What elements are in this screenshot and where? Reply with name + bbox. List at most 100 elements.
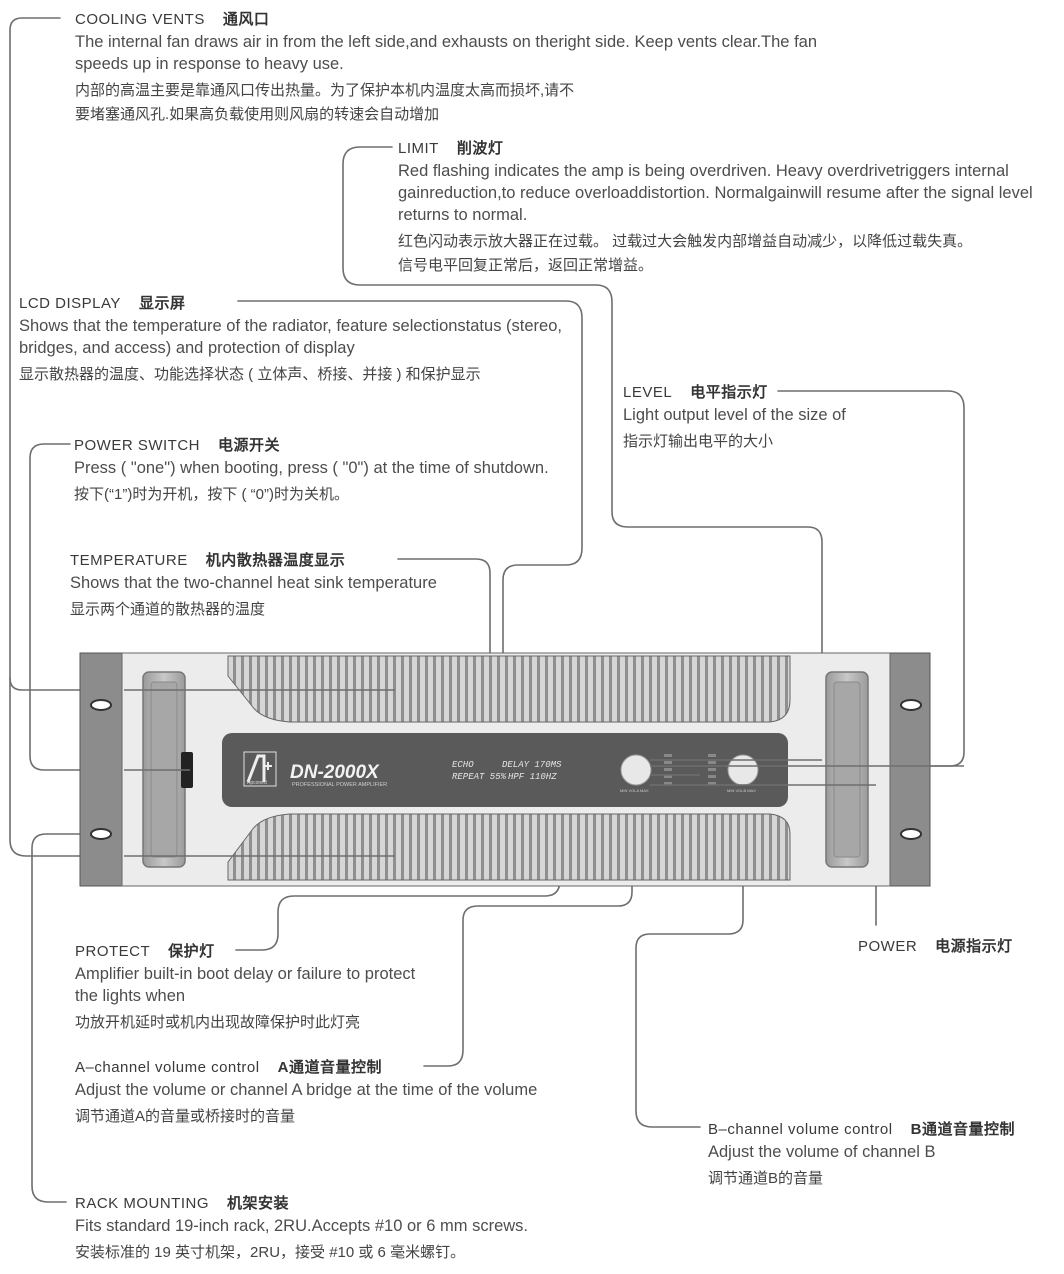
level-leds: [664, 754, 716, 785]
protect-label-en: PROTECT: [75, 943, 151, 960]
limit-label-zh: 削波灯: [456, 140, 504, 157]
a-channel-desc-en: Adjust the volume or channel A bridge at…: [75, 1081, 538, 1099]
level-title: LEVEL 电平指示灯: [623, 381, 943, 402]
volume-a-knob: [620, 754, 652, 786]
level-desc-zh: 指示灯输出电平的大小: [623, 433, 774, 450]
b-channel-title: B–channel volume control B通道音量控制: [708, 1118, 1058, 1139]
leader-temperature: [397, 558, 491, 765]
brand-logo: [243, 751, 277, 787]
temperature-desc-en: Shows that the two-channel heat sink tem…: [70, 574, 437, 592]
cooling-vents-title: COOLING VENTS 通风口: [75, 8, 835, 29]
protect-title: PROTECT 保护灯: [75, 940, 435, 961]
lcd-line2-right: HPF 110HZ: [508, 772, 557, 782]
level-desc-en: Light output level of the size of: [623, 406, 846, 424]
protect-desc-en: Amplifier built-in boot delay or failure…: [75, 965, 416, 1005]
callout-lcd-display: LCD DISPLAY 显示屏 Shows that the temperatur…: [19, 292, 579, 387]
cooling-vents-desc-en: The internal fan draws air in from the l…: [75, 33, 818, 73]
a-channel-label-en: A–channel volume control: [75, 1059, 260, 1076]
limit-desc-en: Red flashing indicates the amp is being …: [398, 162, 1033, 224]
leader-level: [699, 390, 965, 767]
rack-hole: [900, 828, 922, 840]
callout-protect: PROTECT 保护灯 Amplifier built-in boot delay…: [75, 940, 435, 1035]
lcd-display-desc-en: Shows that the temperature of the radiat…: [19, 317, 562, 357]
callout-rack-mounting: RACK MOUNTING 机架安装 Fits standard 19-inch …: [75, 1192, 675, 1265]
lcd-display-title: LCD DISPLAY 显示屏: [19, 292, 579, 313]
protect-desc-zh: 功放开机延时或机内出现故障保护时此灯亮: [75, 1014, 361, 1031]
rack-mounting-desc-en: Fits standard 19-inch rack, 2RU.Accepts …: [75, 1217, 528, 1235]
lcd-screen: ECHO DELAY 170MS REPEAT 55% HPF 110HZ: [452, 760, 562, 782]
cooling-vents-label-en: COOLING VENTS: [75, 11, 205, 28]
leader-a-channel: [423, 789, 633, 1067]
limit-desc-zh-1: 红色闪动表示放大器正在过载。 过载过大会触发内部增益自动减少，以降低过载失真。: [398, 233, 973, 250]
level-label-en: LEVEL: [623, 384, 673, 401]
leader-b-channel: [635, 789, 744, 1128]
rack-mounting-desc-zh: 安装标准的 19 英寸机架，2RU，接受 #10 或 6 毫米螺钉。: [75, 1244, 466, 1261]
leader-protect: [235, 774, 691, 951]
model-name: DN-2000X: [290, 762, 380, 783]
level-label-zh: 电平指示灯: [690, 384, 768, 401]
right-rack-ear: [887, 652, 931, 887]
a-channel-label-zh: A通道音量控制: [277, 1059, 382, 1076]
lcd-display-label-en: LCD DISPLAY: [19, 295, 121, 312]
knob-b-scale: MIN VOLB MAX: [727, 788, 756, 793]
lcd-display-desc-zh: 显示散热器的温度、功能选择状态 ( 立体声、桥接、并接 ) 和保护显示: [19, 366, 481, 383]
a-channel-desc-zh: 调节通道A的音量或桥接时的音量: [75, 1108, 296, 1125]
rack-mounting-title: RACK MOUNTING 机架安装: [75, 1192, 675, 1213]
limit-desc-zh-2: 信号电平回复正常后，返回正常增益。: [398, 257, 654, 274]
rack-hole: [90, 699, 112, 711]
protect-label-zh: 保护灯: [168, 943, 215, 960]
top-vent: [227, 655, 791, 723]
power-switch-label-en: POWER SWITCH: [74, 437, 200, 454]
callout-a-channel: A–channel volume control A通道音量控制 Adjust t…: [75, 1056, 555, 1129]
a-channel-title: A–channel volume control A通道音量控制: [75, 1056, 555, 1077]
left-rack-ear: [79, 652, 125, 887]
display-bar: [222, 733, 788, 807]
temperature-label-zh: 机内散热器温度显示: [205, 552, 346, 569]
power-label-en: POWER: [858, 938, 918, 955]
power-switch-desc-en: Press ( "one") when booting, press ( "0"…: [74, 459, 549, 477]
lcd-line2-left: REPEAT 55%: [452, 772, 507, 782]
callout-level: LEVEL 电平指示灯 Light output level of the siz…: [623, 381, 943, 454]
cooling-vents-label-zh: 通风口: [222, 11, 270, 28]
callout-power-switch: POWER SWITCH 电源开关 Press ( "one") when boo…: [74, 434, 574, 507]
leader-lcd-display: [237, 300, 583, 765]
rack-mounting-label-en: RACK MOUNTING: [75, 1195, 209, 1212]
temperature-title: TEMPERATURE 机内散热器温度显示: [70, 549, 510, 570]
leader-limit: [342, 146, 823, 761]
callout-cooling-vents: COOLING VENTS 通风口 The internal fan draws …: [75, 8, 835, 127]
power-switch-desc-zh: 按下(“1”)时为开机，按下 ( “0”)时为关机。: [74, 486, 349, 503]
limit-label-en: LIMIT: [398, 140, 439, 157]
callout-temperature: TEMPERATURE 机内散热器温度显示 Shows that the two-…: [70, 549, 510, 622]
model-subtitle: PROFESSIONAL POWER AMPLIFIER: [292, 782, 387, 788]
brand-text: Apconed: [247, 780, 267, 786]
b-channel-label-en: B–channel volume control: [708, 1121, 893, 1138]
rack-mounting-label-zh: 机架安装: [227, 1195, 290, 1212]
lcd-line1-right: DELAY 170MS: [502, 760, 562, 770]
cooling-vents-desc-zh-1: 内部的高温主要是靠通风口传出热量。为了保护本机内温度太高而损坏,请不: [75, 82, 575, 99]
b-channel-label-zh: B通道音量控制: [910, 1121, 1015, 1138]
power-switch-label-zh: 电源开关: [218, 437, 281, 454]
b-channel-desc-en: Adjust the volume of channel B: [708, 1143, 936, 1161]
bottom-vent: [227, 813, 791, 881]
b-channel-desc-zh: 调节通道B的音量: [708, 1170, 824, 1187]
lcd-display-label-zh: 显示屏: [138, 295, 186, 312]
cooling-vents-desc-zh-2: 要堵塞通风孔.如果高负载使用则风扇的转速会自动增加: [75, 106, 440, 123]
knob-a-scale: MIN VOLA MAX: [620, 788, 649, 793]
temperature-label-en: TEMPERATURE: [70, 552, 188, 569]
rack-hole: [90, 828, 112, 840]
leader-cooling-vents: [9, 17, 396, 691]
callout-b-channel: B–channel volume control B通道音量控制 Adjust t…: [708, 1118, 1058, 1191]
leader-cooling-vents-2: [9, 677, 396, 857]
temperature-desc-zh: 显示两个通道的散热器的温度: [70, 601, 266, 618]
callout-limit: LIMIT 削波灯 Red flashing indicates the amp …: [398, 137, 1048, 278]
lcd-line1-left: ECHO: [452, 760, 474, 770]
power-switch-title: POWER SWITCH 电源开关: [74, 434, 574, 455]
rack-hole: [900, 699, 922, 711]
leader-rack-mounting: [31, 833, 121, 1203]
leader-power-switch: [29, 443, 191, 771]
limit-title: LIMIT 削波灯: [398, 137, 1048, 158]
